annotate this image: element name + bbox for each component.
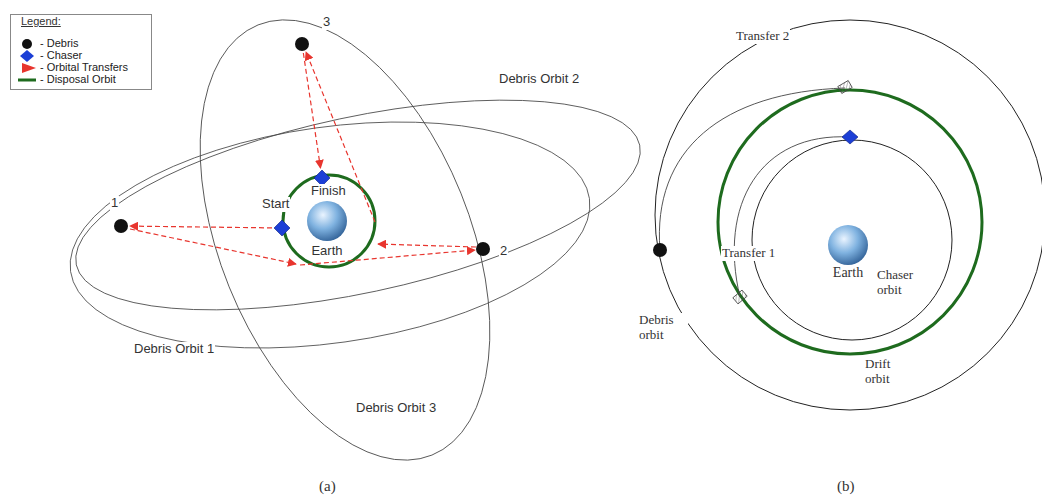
legend-text: - Debris [40,37,79,49]
dot-symbol [114,219,128,233]
orbit-label: Debris Orbit 1 [133,342,215,357]
orbital-transfer [303,53,320,168]
legend-sample [16,50,38,62]
orbital-transfer [130,226,272,228]
legend-entry: - Orbital Transfers [10,62,150,74]
legend-sample [16,38,38,50]
legend-entry: - Disposal Orbit [10,74,150,86]
legend-title: Legend: [20,15,62,28]
node-label: 2 [499,244,508,259]
chaser-node: Start [274,220,290,236]
debris-node: 3 [295,37,309,51]
orbit-label: Drift orbit [864,357,906,387]
legend-text: - Orbital Transfers [40,61,128,73]
earth-node: Earth [297,201,357,261]
legend-text: - Chaser [40,49,82,61]
orbit-label: Debris Orbit 2 [498,72,580,87]
panel-label: (b) [836,478,856,495]
legend-entry: - Chaser [10,50,150,62]
orbit-label: Chaser orbit [876,268,926,298]
dot-symbol [476,242,490,256]
legend-sample [16,74,38,86]
node-label: 3 [322,15,331,30]
panel-label: (a) [318,478,337,495]
debris-node: 1 [114,219,128,233]
chaser-node: Finish [314,170,330,186]
node-label: Finish [310,184,347,199]
node-label: Start [261,197,290,212]
earth-node: Earth [818,225,878,285]
orbit-label: Debris orbit [638,313,688,343]
node-label: 1 [110,196,119,211]
debris-node: 2 [476,242,490,256]
orbit-label: Transfer 2 [735,29,790,44]
node-label: Earth [832,265,864,281]
orbit-label: Transfer 1 [721,246,776,261]
diamond-symbol [274,220,290,236]
legend-entry: - Debris [10,38,150,50]
legend-sample [16,62,38,74]
dot-symbol [295,37,309,51]
legend-text: - Disposal Orbit [40,73,116,85]
orbit-label: Debris Orbit 3 [355,401,437,416]
node-label: Earth [310,244,343,259]
